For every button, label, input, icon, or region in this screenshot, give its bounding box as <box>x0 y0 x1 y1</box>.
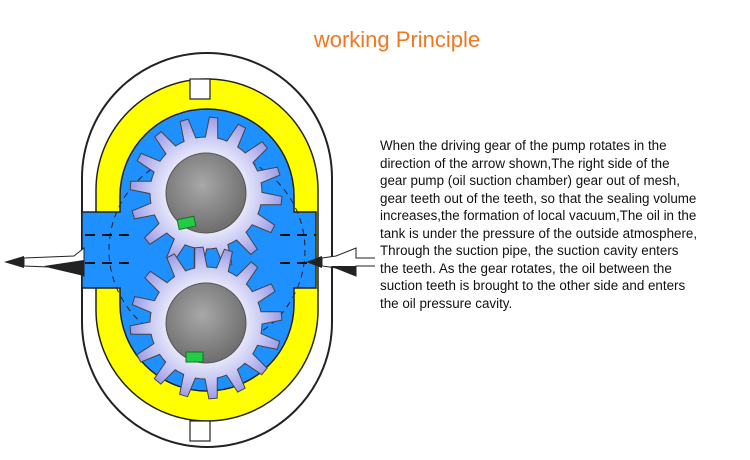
gear-pump-diagram <box>4 52 375 448</box>
driven-gear-key <box>185 351 204 363</box>
housing-dash-circle <box>108 151 306 349</box>
driving-gear <box>129 116 283 270</box>
outlet-arrow-icon <box>4 246 85 278</box>
housing-notch-top <box>189 78 211 100</box>
driving-gear-key <box>176 215 197 231</box>
housing-notch-bottom <box>189 420 211 442</box>
inlet-arrow-icon <box>306 247 375 277</box>
driving-gear-shaft <box>165 152 247 234</box>
description-text: When the driving gear of the pump rotate… <box>380 138 698 311</box>
page-title: working Principle <box>313 27 481 52</box>
driven-gear-shaft <box>165 282 247 364</box>
driven-gear <box>129 246 283 400</box>
